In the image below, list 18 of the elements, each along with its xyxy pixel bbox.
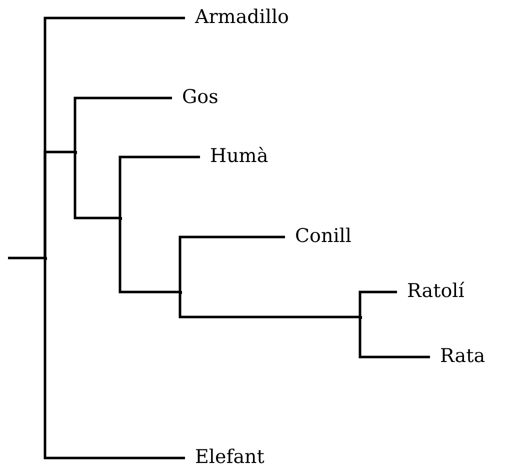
tree-branch xyxy=(358,290,397,317)
taxon-label: Conill xyxy=(285,224,352,248)
tree-branch xyxy=(178,292,360,318)
tree-branch xyxy=(118,156,200,218)
tree-branch xyxy=(178,236,285,292)
taxon-label: Rata xyxy=(430,344,486,368)
taxon-label: Humà xyxy=(200,144,268,168)
taxon-label: Elefant xyxy=(185,445,264,465)
tree-branch xyxy=(74,152,120,220)
taxon-label: Gos xyxy=(172,85,218,109)
tree-branch xyxy=(118,218,180,294)
tree-branch xyxy=(44,258,185,460)
tree-branch xyxy=(6,256,45,260)
tree-branch xyxy=(44,150,75,258)
tree-branch xyxy=(358,317,430,358)
tree-branch xyxy=(74,96,172,152)
taxon-label: Ratolí xyxy=(397,279,464,303)
taxon-label: Armadillo xyxy=(185,5,289,29)
